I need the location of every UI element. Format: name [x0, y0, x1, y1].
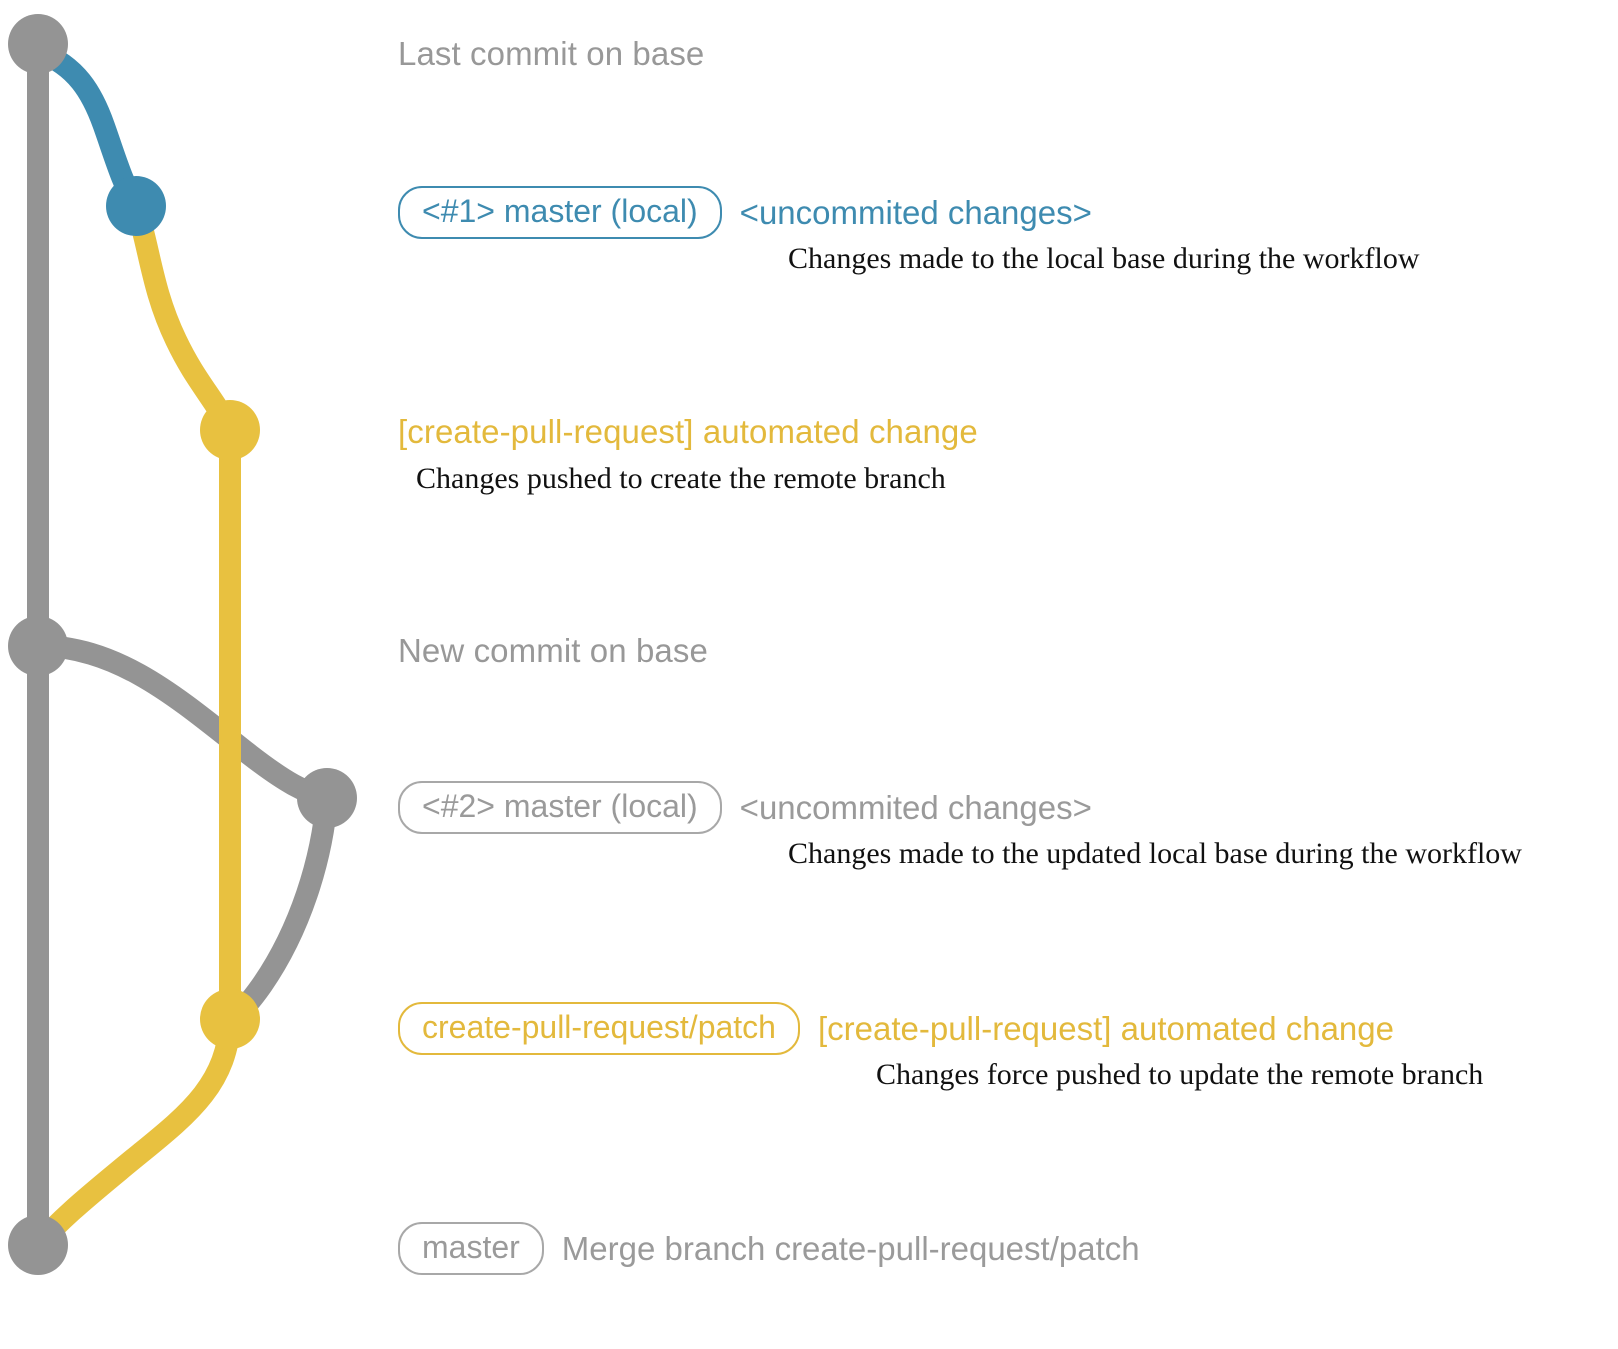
commit-label-automated-change-1: [create-pull-request] automated change [398, 413, 978, 451]
commit-node-master-local-1 [106, 176, 166, 236]
commit-title: <uncommited changes> [739, 193, 1092, 231]
commit-label-new-commit-on-base: New commit on base [398, 632, 708, 670]
commit-title: <uncommited changes> [739, 788, 1092, 826]
commit-node-master-local-2 [297, 768, 357, 828]
commit-node-automated-change-2 [200, 989, 260, 1049]
commit-node-last-commit-on-base [8, 14, 68, 74]
branch-badge-master-local-1[interactable]: <#1> master (local) [398, 186, 722, 239]
commit-label-master-local-1: <#1> master (local) <uncommited changes> [398, 186, 1092, 239]
commit-label-automated-change-2: create-pull-request/patch [create-pull-r… [398, 1002, 1394, 1055]
branch-line-patch-upper [125, 195, 241, 441]
commit-description-automated-change-1: Changes pushed to create the remote bran… [416, 462, 946, 495]
commit-description-master-local-1: Changes made to the local base during th… [788, 242, 1420, 275]
commit-graph [0, 0, 400, 1344]
commit-title: [create-pull-request] automated change [398, 413, 978, 450]
commit-node-new-commit-on-base [8, 616, 68, 676]
commit-title: New commit on base [398, 632, 708, 669]
branch-badge-master[interactable]: master [398, 1222, 544, 1275]
branch-line-patch-to-merge [29, 1008, 241, 1254]
commit-title: Merge branch create-pull-request/patch [561, 1229, 1140, 1267]
commit-label-master-local-2: <#2> master (local) <uncommited changes> [398, 781, 1092, 834]
commit-description-automated-change-2: Changes force pushed to update the remot… [876, 1058, 1484, 1091]
commit-node-merge [8, 1215, 68, 1275]
commit-title: [create-pull-request] automated change [817, 1009, 1394, 1047]
commit-title: Last commit on base [398, 35, 705, 72]
branch-badge-master-local-2[interactable]: <#2> master (local) [398, 781, 722, 834]
commit-graph-svg [8, 14, 357, 1275]
commit-label-last-commit-on-base: Last commit on base [398, 35, 704, 73]
commit-description-master-local-2: Changes made to the updated local base d… [788, 837, 1522, 870]
commit-label-merge: master Merge branch create-pull-request/… [398, 1222, 1140, 1275]
commit-node-automated-change-1 [200, 400, 260, 460]
branch-badge-create-pull-request-patch[interactable]: create-pull-request/patch [398, 1002, 800, 1055]
